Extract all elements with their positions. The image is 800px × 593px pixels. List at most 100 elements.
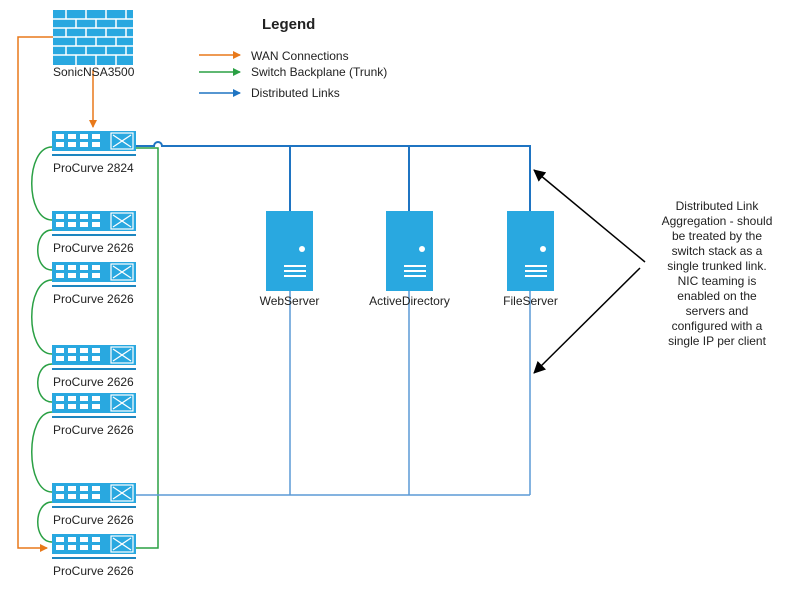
- switch: ProCurve 2626: [52, 483, 136, 527]
- switch-port: [68, 356, 76, 361]
- switch: ProCurve 2824: [52, 131, 136, 175]
- switch: ProCurve 2626: [52, 393, 136, 437]
- switch-port: [68, 222, 76, 227]
- server-vent: [404, 270, 426, 272]
- switch-port: [56, 537, 64, 542]
- server-vent: [284, 265, 306, 267]
- switch-port: [56, 545, 64, 550]
- trunk-link: [37, 229, 53, 271]
- server-vent: [525, 275, 547, 277]
- switch: ProCurve 2626: [52, 211, 136, 255]
- switch-port: [92, 537, 100, 542]
- switch-port: [56, 265, 64, 270]
- switch-port: [68, 134, 76, 139]
- annotation-line: Aggregation - should: [662, 214, 773, 228]
- legend-wan-label: WAN Connections: [251, 49, 349, 63]
- switch-port: [68, 486, 76, 491]
- switch-port: [92, 494, 100, 499]
- switch-label: ProCurve 2626: [53, 241, 134, 255]
- switch-port: [80, 494, 88, 499]
- switch-label: ProCurve 2824: [53, 161, 134, 175]
- annotation-arrow-upper: [533, 169, 646, 263]
- switch-label: ProCurve 2626: [53, 292, 134, 306]
- switch-fabric-box: [110, 535, 134, 553]
- switch-port: [56, 404, 64, 409]
- switch-label: ProCurve 2626: [53, 564, 134, 578]
- trunk-link-return: [136, 147, 159, 549]
- server: FileServer: [503, 211, 558, 308]
- switch-icon: [52, 262, 136, 282]
- trunk-link: [31, 411, 53, 493]
- switch-port: [92, 396, 100, 401]
- server-label: FileServer: [503, 294, 558, 308]
- switch: ProCurve 2626: [52, 534, 136, 578]
- switch-port: [56, 142, 64, 147]
- switch-port: [92, 273, 100, 278]
- switch-port: [80, 134, 88, 139]
- switch-port: [68, 142, 76, 147]
- switch-fabric-cross: [112, 265, 132, 279]
- switch-fabric-box: [110, 394, 134, 412]
- switch-fabric-cross: [112, 537, 132, 551]
- switch-port: [68, 545, 76, 550]
- switch-fabric-box: [110, 132, 134, 150]
- server-vent: [284, 275, 306, 277]
- switch-port: [92, 265, 100, 270]
- switch-port: [80, 356, 88, 361]
- switch-port: [92, 134, 100, 139]
- switch-port: [56, 222, 64, 227]
- switch-label: ProCurve 2626: [53, 375, 134, 389]
- switch-port: [56, 348, 64, 353]
- firewall-label: SonicNSA3500: [53, 65, 135, 79]
- switch-port: [92, 404, 100, 409]
- server: ActiveDirectory: [369, 211, 450, 308]
- switch-port: [68, 494, 76, 499]
- switch-port: [56, 356, 64, 361]
- switch-fabric-box: [110, 263, 134, 281]
- switch-fabric-box: [110, 346, 134, 364]
- server-chassis: [386, 211, 433, 291]
- trunk-link: [31, 279, 53, 355]
- switch-fabric-cross: [112, 348, 132, 362]
- server-vent: [525, 270, 547, 272]
- switch-fabric-cross: [112, 214, 132, 228]
- switch-port: [68, 214, 76, 219]
- server-led: [540, 246, 546, 252]
- switch-port: [92, 356, 100, 361]
- server-vent: [284, 270, 306, 272]
- switch-icon: [52, 131, 136, 151]
- legend-distributed-label: Distributed Links: [251, 86, 340, 100]
- server-icon: [507, 211, 554, 291]
- switch-port: [92, 222, 100, 227]
- switch-icon: [52, 393, 136, 413]
- switch-port: [80, 222, 88, 227]
- server-led: [299, 246, 305, 252]
- annotation-line: servers and: [686, 304, 749, 318]
- switch-port: [56, 494, 64, 499]
- switch: ProCurve 2626: [52, 345, 136, 389]
- server-label: WebServer: [260, 294, 320, 308]
- switch-port: [92, 142, 100, 147]
- server-vent: [525, 265, 547, 267]
- switch-port: [68, 265, 76, 270]
- switch-port: [80, 486, 88, 491]
- switch-port: [80, 142, 88, 147]
- server-led: [419, 246, 425, 252]
- server-vent: [404, 275, 426, 277]
- annotation-line: be treated by the: [672, 229, 762, 243]
- server-vent: [404, 265, 426, 267]
- switch-port: [80, 537, 88, 542]
- switch-port: [80, 273, 88, 278]
- server: WebServer: [260, 211, 320, 308]
- switch-port: [92, 545, 100, 550]
- switch-port: [92, 214, 100, 219]
- switch-port: [56, 214, 64, 219]
- switch-port: [80, 396, 88, 401]
- distributed-links: [136, 141, 531, 496]
- legend: Legend WAN Connections Switch Backplane …: [199, 16, 387, 100]
- switch-port: [56, 486, 64, 491]
- trunk-link: [37, 501, 53, 543]
